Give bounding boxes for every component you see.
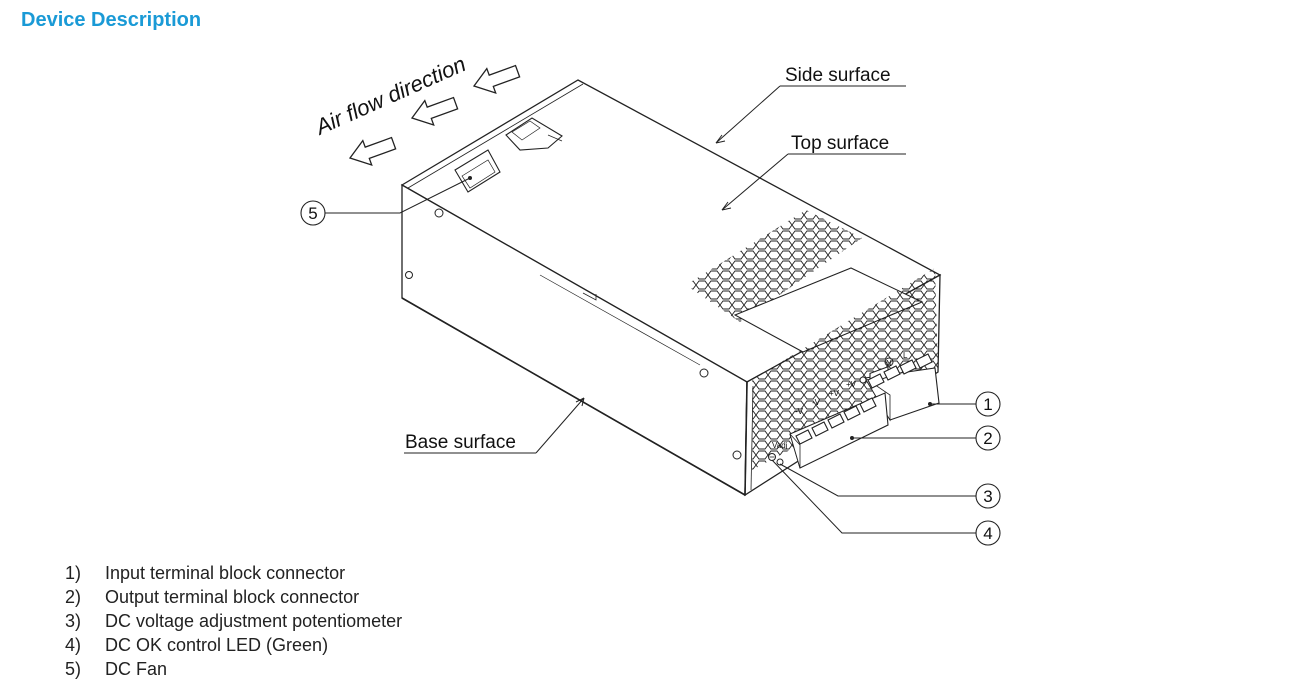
air-flow-arrow-1	[348, 136, 397, 167]
callout-3-number: 3	[983, 487, 992, 506]
callout-3: 3	[975, 483, 1001, 509]
pot-mark: Vadj	[772, 441, 788, 450]
base-surface-label: Base surface	[405, 432, 516, 453]
legend-item-number: 2)	[65, 587, 82, 607]
output-terminal-block	[789, 392, 889, 469]
dc-ok-led	[776, 458, 784, 466]
surface-leaders	[404, 85, 906, 454]
terminal-mark-4: +V	[846, 380, 857, 389]
side-surface-label: Side surface	[785, 65, 891, 86]
legend-item-text: Input terminal block connector	[105, 563, 346, 583]
legend-item: 1) Input terminal block connector	[65, 561, 402, 585]
legend-item: 4) DC OK control LED (Green)	[65, 633, 402, 657]
terminal-mark-5: N	[886, 359, 892, 368]
callout-1: 1	[975, 391, 1001, 417]
legend-item-number: 3)	[65, 611, 82, 631]
terminal-mark-1: -V	[795, 407, 804, 416]
air-flow-arrow-3	[472, 64, 521, 95]
legend-item-text: DC OK control LED (Green)	[105, 635, 329, 655]
ground-symbol	[859, 376, 867, 384]
callout-2-number: 2	[983, 429, 992, 448]
fan-openings	[454, 117, 563, 193]
callout-2: 2	[975, 425, 1001, 451]
top-surface-label: Top surface	[791, 133, 889, 154]
legend-item-text: Output terminal block connector	[105, 587, 360, 607]
callout-4: 4	[975, 520, 1001, 546]
terminal-marks: -V -V +V +V N L Vadj	[772, 351, 908, 450]
terminal-mark-6: L	[903, 351, 908, 360]
terminal-mark-3: +V	[829, 389, 840, 398]
callout-1-number: 1	[983, 395, 992, 414]
air-flow-arrow-2	[410, 96, 459, 127]
air-flow-label: Air flow direction	[310, 51, 469, 140]
legend-item: 5) DC Fan	[65, 657, 402, 681]
component-legend: 1) Input terminal block connector 2) Out…	[65, 561, 402, 681]
callout-5-number: 5	[308, 204, 317, 223]
callout-leaders	[325, 177, 976, 534]
legend-item-number: 1)	[65, 563, 82, 583]
legend-item-number: 5)	[65, 659, 82, 679]
callout-4-number: 4	[983, 524, 992, 543]
legend-item: 2) Output terminal block connector	[65, 585, 402, 609]
legend-item-number: 4)	[65, 635, 82, 655]
terminal-mark-2: -V	[812, 398, 821, 407]
device-drawing: -V -V +V +V N L Vadj Air flow direction	[300, 51, 1001, 546]
callout-markers	[468, 176, 932, 440]
legend-item: 3) DC voltage adjustment potentiometer	[65, 609, 402, 633]
legend-item-text: DC voltage adjustment potentiometer	[105, 611, 403, 631]
section-heading: Device Description	[21, 9, 202, 31]
air-flow-arrows	[348, 64, 521, 167]
potentiometer	[768, 453, 776, 461]
callout-5: 5	[300, 200, 326, 226]
legend-item-text: DC Fan	[105, 659, 168, 679]
